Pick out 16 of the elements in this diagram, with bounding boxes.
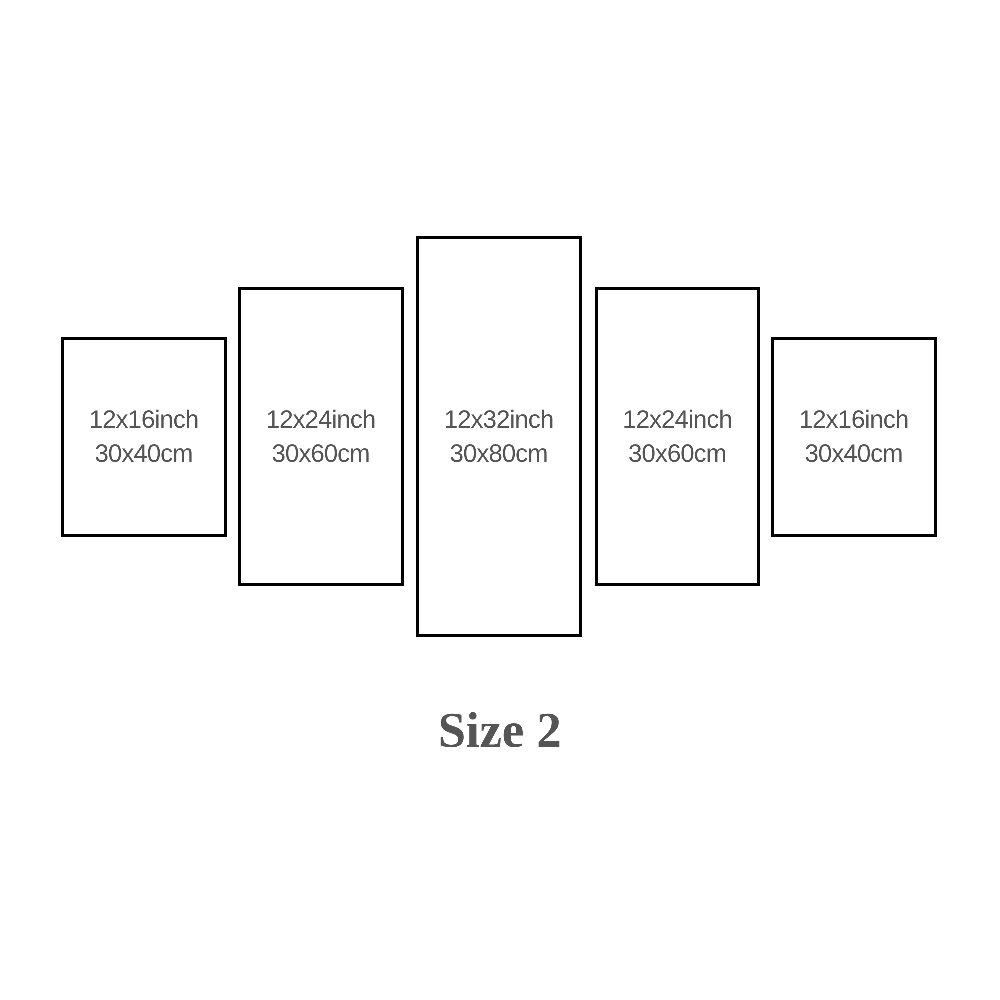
canvas-panel <box>771 337 937 537</box>
panel-size-text: 12x16inch <box>89 405 199 436</box>
panel-size-text: 12x32inch <box>444 404 554 436</box>
panel-size-text: 30x60cm <box>272 438 370 470</box>
canvas-panel <box>61 337 227 537</box>
canvas-panel <box>416 236 582 637</box>
panel-size-text: 12x16inch <box>799 405 909 436</box>
size-title: Size 2 <box>438 701 562 760</box>
canvas-panel <box>595 287 760 586</box>
panel-size-text: 30x60cm <box>628 438 726 470</box>
panel-size-text: 30x80cm <box>450 438 548 470</box>
panel-size-text: 12x24inch <box>622 404 732 436</box>
panel-size-text: 30x40cm <box>805 439 903 470</box>
panel-size-text: 30x40cm <box>95 439 193 470</box>
canvas-panel <box>238 287 404 586</box>
panel-size-text: 12x24inch <box>266 404 376 436</box>
